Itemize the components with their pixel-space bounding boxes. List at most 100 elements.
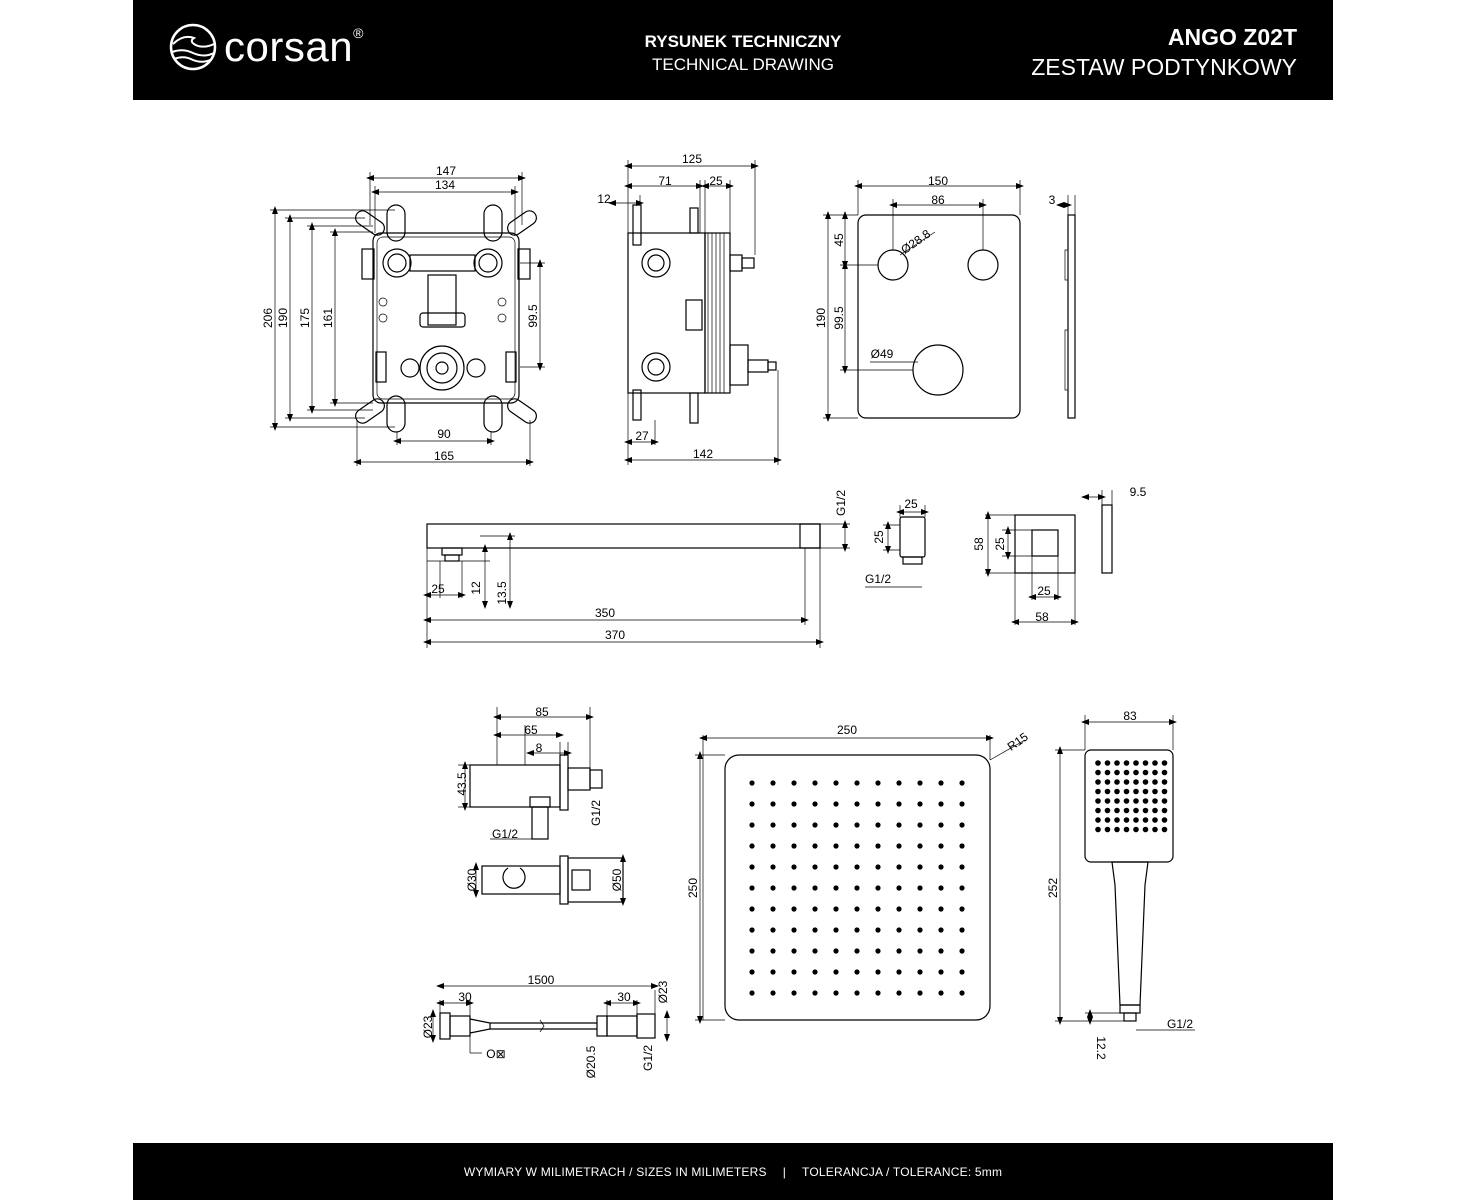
nozzle-dot bbox=[833, 969, 839, 975]
dim-99-5-plate: 99.5 bbox=[832, 306, 846, 330]
brand-name: corsan bbox=[224, 23, 354, 70]
product-name: ZESTAW PODTYNKOWY bbox=[1031, 54, 1297, 80]
nozzle-dot bbox=[896, 801, 902, 807]
nozzle-dot bbox=[833, 906, 839, 912]
nozzle-dot bbox=[833, 801, 839, 807]
dim-hose-diameter-20-5: Ø20.5 bbox=[584, 1045, 598, 1078]
nozzle-dot bbox=[1095, 817, 1101, 823]
nozzle-dot bbox=[896, 843, 902, 849]
nozzle-dot bbox=[917, 948, 923, 954]
nozzle-dot bbox=[1123, 807, 1130, 814]
nozzle-dot bbox=[854, 948, 860, 954]
nozzle-dot bbox=[1133, 826, 1139, 833]
nozzle-dot bbox=[812, 990, 818, 996]
nozzle-dot bbox=[749, 864, 755, 870]
dim-hose-30-a: 30 bbox=[458, 990, 472, 1004]
nozzle-dot bbox=[854, 864, 860, 870]
dim-arm-thread: G1/2 bbox=[834, 490, 848, 516]
mixer-box-side-view: 125 71 25 12 27 142 bbox=[597, 152, 782, 465]
nozzle-dot bbox=[1152, 817, 1158, 823]
nozzle-dot bbox=[854, 822, 860, 828]
mixer-box-front-view: 147 134 206 190 175 161 99.5 90 165 bbox=[261, 164, 545, 466]
nozzle-dot bbox=[1095, 788, 1101, 795]
nozzle-dot bbox=[896, 990, 902, 996]
dim-flange-25-w: 25 bbox=[1037, 584, 1051, 598]
nozzle-dot bbox=[1161, 760, 1168, 766]
dim-165: 165 bbox=[434, 449, 454, 463]
nozzle-dot bbox=[854, 990, 860, 996]
nozzle-dot bbox=[917, 801, 923, 807]
nozzle-dot bbox=[896, 864, 902, 870]
nozzle-dot bbox=[1133, 788, 1139, 795]
nozzle-dot bbox=[959, 822, 965, 828]
dim-25: 25 bbox=[709, 174, 723, 188]
nozzle-dot bbox=[812, 843, 818, 849]
dim-rain-r15: R15 bbox=[1005, 729, 1031, 753]
nozzle-dot bbox=[812, 864, 818, 870]
nozzle-dot bbox=[896, 927, 902, 933]
nozzle-dot bbox=[896, 885, 902, 891]
nozzle-dot bbox=[1095, 769, 1101, 776]
nozzle-dot bbox=[896, 906, 902, 912]
nozzle-dot bbox=[1095, 760, 1101, 766]
nozzle-dot bbox=[917, 990, 923, 996]
nozzle-dot bbox=[854, 927, 860, 933]
nozzle-dot bbox=[1114, 807, 1120, 814]
nozzle-dot bbox=[833, 822, 839, 828]
nozzle-dot bbox=[749, 927, 755, 933]
nozzle-dot bbox=[791, 948, 797, 954]
nozzle-dot bbox=[1142, 769, 1149, 776]
units-note: WYMIARY W MILIMETRACH / SIZES IN MILIMET… bbox=[463, 1164, 767, 1179]
nozzle-dot bbox=[917, 969, 923, 975]
nozzle-dot bbox=[770, 864, 776, 870]
nozzle-dot bbox=[791, 780, 797, 786]
dim-134: 134 bbox=[435, 178, 455, 192]
dim-147: 147 bbox=[436, 164, 456, 178]
dim-flange-58-h: 58 bbox=[972, 537, 986, 551]
dim-45: 45 bbox=[832, 233, 846, 247]
nozzle-dot bbox=[959, 990, 965, 996]
nozzle-dot bbox=[854, 780, 860, 786]
nozzle-dot bbox=[749, 885, 755, 891]
nozzle-dot bbox=[833, 948, 839, 954]
hose-symbol: O⊠ bbox=[486, 1047, 505, 1061]
nozzle-dot bbox=[1142, 760, 1149, 766]
nozzle-dot bbox=[1123, 760, 1130, 766]
nozzle-dot bbox=[875, 927, 881, 933]
nozzle-dot bbox=[791, 885, 797, 891]
nozzle-dot bbox=[875, 885, 881, 891]
dim-99-5: 99.5 bbox=[526, 304, 540, 328]
nozzle-dot bbox=[1161, 769, 1168, 776]
nozzle-dot bbox=[1142, 798, 1149, 804]
nozzle-dot bbox=[938, 927, 944, 933]
dim-350: 350 bbox=[595, 606, 615, 620]
nozzle-dot bbox=[812, 948, 818, 954]
nozzle-dot bbox=[1104, 779, 1111, 785]
nozzle-dot bbox=[770, 885, 776, 891]
nozzle-dot bbox=[917, 864, 923, 870]
nozzle-dot bbox=[833, 780, 839, 786]
nozzle-dot bbox=[1095, 798, 1101, 804]
nozzle-dot bbox=[896, 948, 902, 954]
nozzle-dot bbox=[1123, 798, 1130, 804]
nozzle-dot bbox=[833, 843, 839, 849]
dim-hose-thread: G1/2 bbox=[641, 1045, 655, 1071]
dim-161: 161 bbox=[321, 308, 335, 328]
dim-71: 71 bbox=[658, 174, 672, 188]
dim-outlet-85: 85 bbox=[535, 705, 549, 719]
nozzle-dot bbox=[770, 948, 776, 954]
nozzle-dot bbox=[770, 927, 776, 933]
wave-logo-icon bbox=[169, 23, 217, 71]
nozzle-dot bbox=[1114, 817, 1120, 823]
dim-arm-12: 12 bbox=[469, 581, 483, 595]
nozzle-dot bbox=[812, 801, 818, 807]
nozzle-dot bbox=[812, 927, 818, 933]
product-info: ANGO Z02T ZESTAW PODTYNKOWY bbox=[1031, 22, 1297, 82]
wall-elbow-view: 25 25 G1/2 bbox=[865, 497, 929, 588]
nozzle-dot bbox=[749, 843, 755, 849]
wall-outlet-view: 85 65 8 43.5 G1/2 G1/2 bbox=[455, 705, 603, 841]
nozzle-dot bbox=[791, 801, 797, 807]
nozzle-dot bbox=[749, 822, 755, 828]
nozzle-dot bbox=[1114, 769, 1120, 776]
footer-bar: WYMIARY W MILIMETRACH / SIZES IN MILIMET… bbox=[133, 1143, 1333, 1200]
